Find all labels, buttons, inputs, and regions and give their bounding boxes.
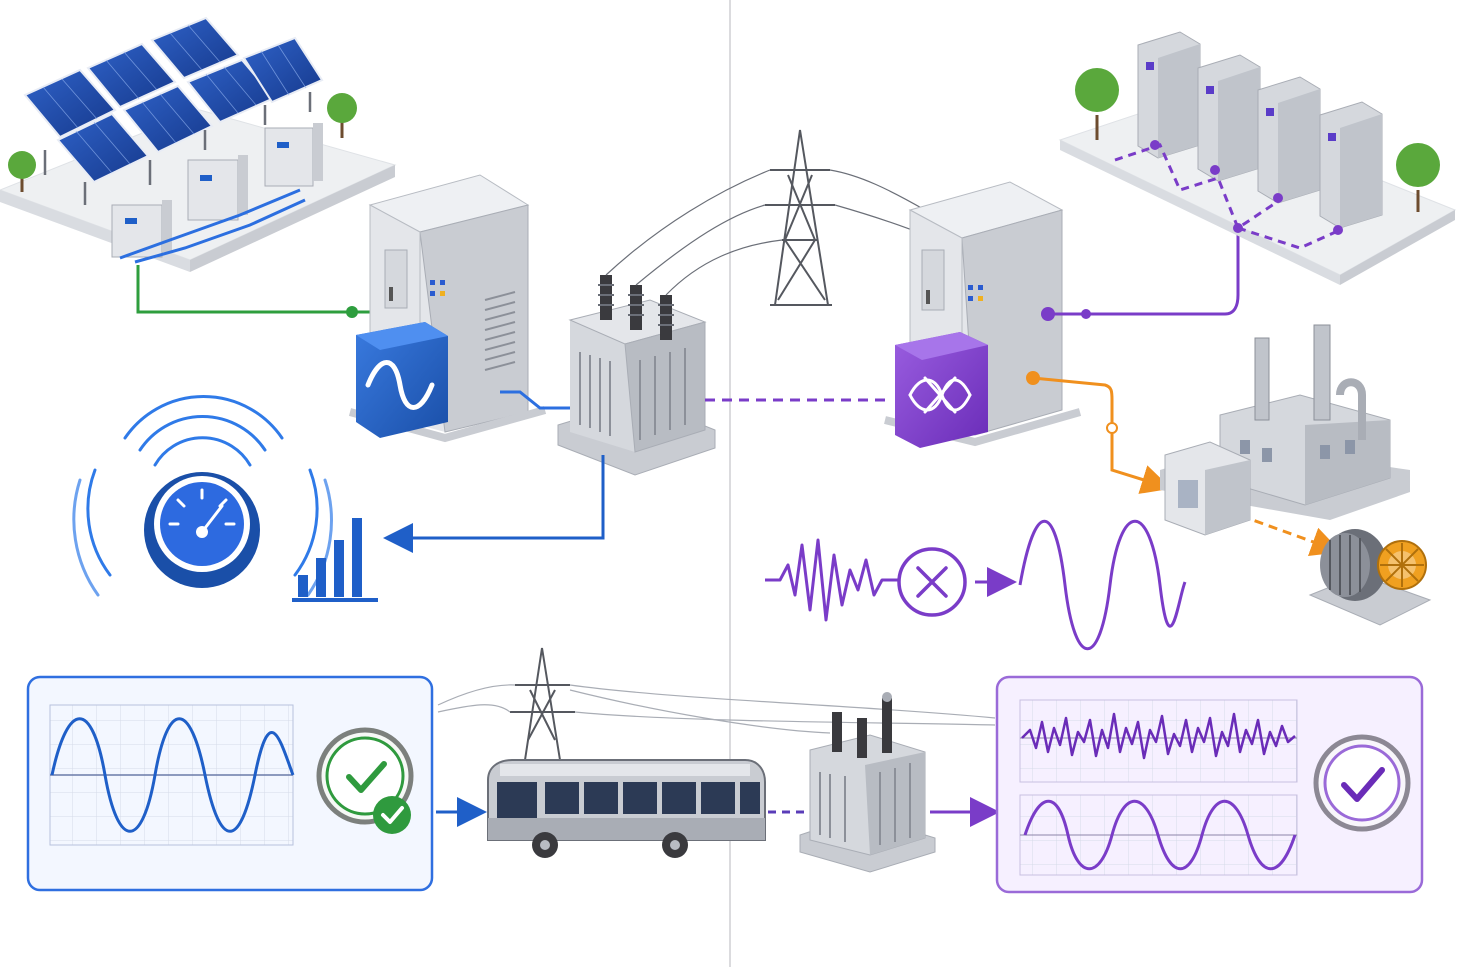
battery-storage-icon [1058,31,1457,285]
storage-link-node [1081,309,1091,319]
solar-link-node [346,306,358,318]
noisy-wave-panel [995,675,1424,894]
transformer-icon [557,275,716,476]
factory-icon [1160,324,1410,536]
converter-to-storage-link [1050,220,1240,316]
inverter-to-transformer-cable [500,390,572,410]
overhead-lines-top [605,169,926,296]
wireless-meter-icon [72,395,333,597]
noise-filter-icon [765,519,1187,650]
solar-farm-icon [0,16,397,272]
motor-icon [1308,529,1432,626]
overhead-lines-bottom [437,684,996,734]
converter-to-factory-link [1032,376,1172,494]
sine-wave-module-icon [356,322,448,438]
solar-to-inverter-link [136,265,375,314]
clean-wave-panel [26,675,434,892]
factory-link-node [1106,422,1118,434]
transmission-tower-icon [510,647,575,761]
transformer-icon [799,692,936,873]
clock-check-icon [316,727,414,834]
filter-module-icon [895,332,988,448]
factory-to-motor-link [1169,488,1342,556]
transformer-to-meter-link [383,455,605,553]
signal-bars-icon [292,518,378,602]
electric-bus-icon [487,759,766,858]
transmission-tower-icon [765,129,835,306]
clock-check-icon [1313,734,1411,832]
